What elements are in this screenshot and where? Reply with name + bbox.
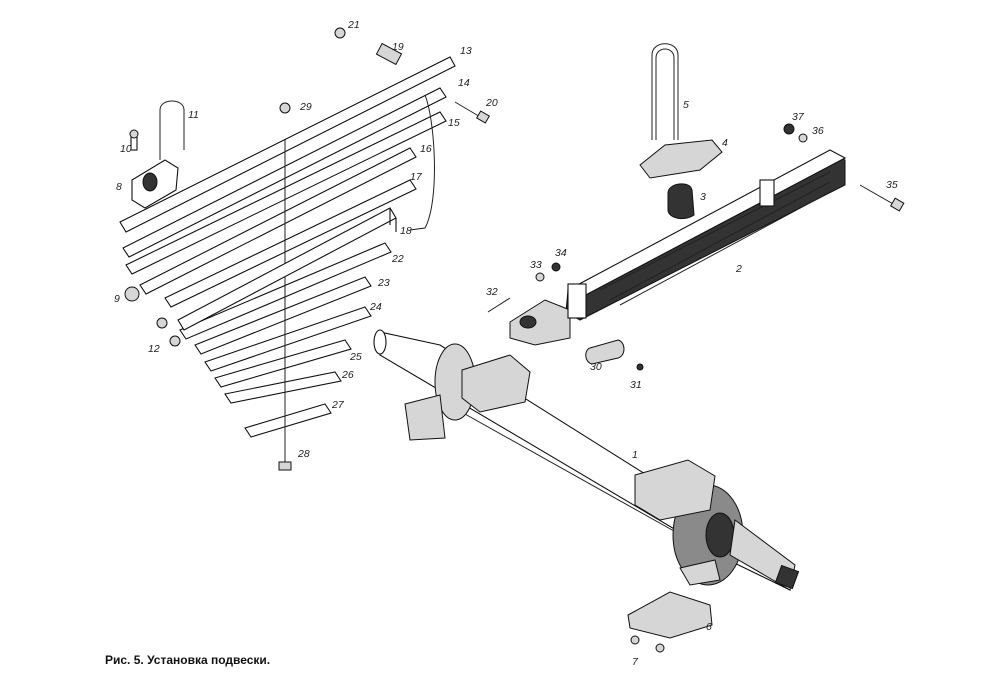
callout-4: 4 bbox=[722, 137, 728, 149]
fitting-31 bbox=[636, 363, 644, 371]
callout-20: 20 bbox=[485, 97, 498, 109]
nut-12b bbox=[169, 335, 181, 347]
leaf-17 bbox=[164, 179, 417, 308]
spring-clamp-18 bbox=[177, 207, 397, 331]
callout-7: 7 bbox=[632, 656, 639, 668]
pin-32 bbox=[487, 297, 511, 313]
callout-17: 17 bbox=[410, 171, 423, 183]
callout-25: 25 bbox=[349, 351, 362, 363]
callout-19: 19 bbox=[392, 41, 404, 53]
callout-9: 9 bbox=[114, 293, 120, 305]
callout-5: 5 bbox=[683, 99, 689, 111]
leaf-spring-stack bbox=[119, 56, 456, 470]
bumper-3 bbox=[667, 183, 695, 220]
callout-37: 37 bbox=[792, 111, 805, 123]
callout-35: 35 bbox=[886, 179, 898, 191]
callout-11: 11 bbox=[188, 109, 199, 121]
callout-32: 32 bbox=[486, 286, 498, 298]
leaf-27 bbox=[244, 403, 332, 438]
callout-28: 28 bbox=[297, 448, 310, 460]
leaf-23 bbox=[194, 276, 372, 355]
leaf-15 bbox=[125, 111, 447, 275]
main-leaf-13 bbox=[119, 56, 456, 233]
u-bolt-5 bbox=[651, 43, 679, 140]
nut-9 bbox=[124, 286, 140, 302]
nut-7a bbox=[630, 635, 640, 645]
callout-21: 21 bbox=[347, 19, 360, 31]
callout-33: 33 bbox=[530, 259, 542, 271]
washer-36 bbox=[798, 133, 808, 143]
nut-7b bbox=[655, 643, 665, 653]
callout-13: 13 bbox=[460, 45, 472, 57]
callout-14: 14 bbox=[458, 77, 470, 89]
front-bracket bbox=[129, 100, 185, 209]
callout-27: 27 bbox=[331, 399, 345, 411]
callout-1: 1 bbox=[632, 449, 638, 461]
callout-31: 31 bbox=[630, 379, 642, 391]
callout-22: 22 bbox=[391, 253, 404, 265]
callout-18: 18 bbox=[400, 225, 412, 237]
callout-23: 23 bbox=[377, 277, 390, 289]
callout-12: 12 bbox=[148, 343, 160, 355]
leaf-26 bbox=[224, 371, 342, 404]
axle-beam-1 bbox=[373, 329, 800, 591]
pin-30 bbox=[585, 339, 625, 365]
spring-pad-4 bbox=[639, 139, 723, 179]
callout-16: 16 bbox=[420, 143, 432, 155]
axle-plate-6 bbox=[627, 591, 713, 639]
callout-8: 8 bbox=[116, 181, 122, 193]
assembled-spring-2 bbox=[509, 149, 847, 346]
callout-3: 3 bbox=[700, 191, 706, 203]
callout-15: 15 bbox=[448, 117, 460, 129]
spring-eye-bracket bbox=[509, 299, 571, 346]
leaf-16 bbox=[139, 147, 417, 295]
washer-33 bbox=[535, 272, 545, 282]
nut-37 bbox=[783, 123, 795, 135]
leaf-25 bbox=[214, 339, 352, 388]
nut-21 bbox=[334, 27, 346, 39]
callout-6: 6 bbox=[706, 621, 712, 633]
bolt-20 bbox=[454, 101, 483, 119]
callout-10: 10 bbox=[120, 143, 132, 155]
callout-29: 29 bbox=[299, 101, 312, 113]
nut-34 bbox=[551, 262, 561, 272]
bushing-19 bbox=[375, 42, 403, 66]
callouts: 1 2 3 4 5 6 7 8 9 10 11 12 13 14 15 16 1… bbox=[114, 19, 898, 668]
nut-12a bbox=[156, 317, 168, 329]
leaf-24 bbox=[204, 306, 372, 372]
figure-caption: Рис. 5. Установка подвески. bbox=[105, 653, 271, 667]
callout-26: 26 bbox=[341, 369, 354, 381]
callout-2: 2 bbox=[735, 263, 742, 275]
bolt-35 bbox=[859, 184, 896, 206]
callout-36: 36 bbox=[812, 125, 824, 137]
nut-29 bbox=[279, 102, 291, 114]
callout-34: 34 bbox=[555, 247, 567, 259]
callout-30: 30 bbox=[590, 361, 602, 373]
callout-24: 24 bbox=[369, 301, 382, 313]
